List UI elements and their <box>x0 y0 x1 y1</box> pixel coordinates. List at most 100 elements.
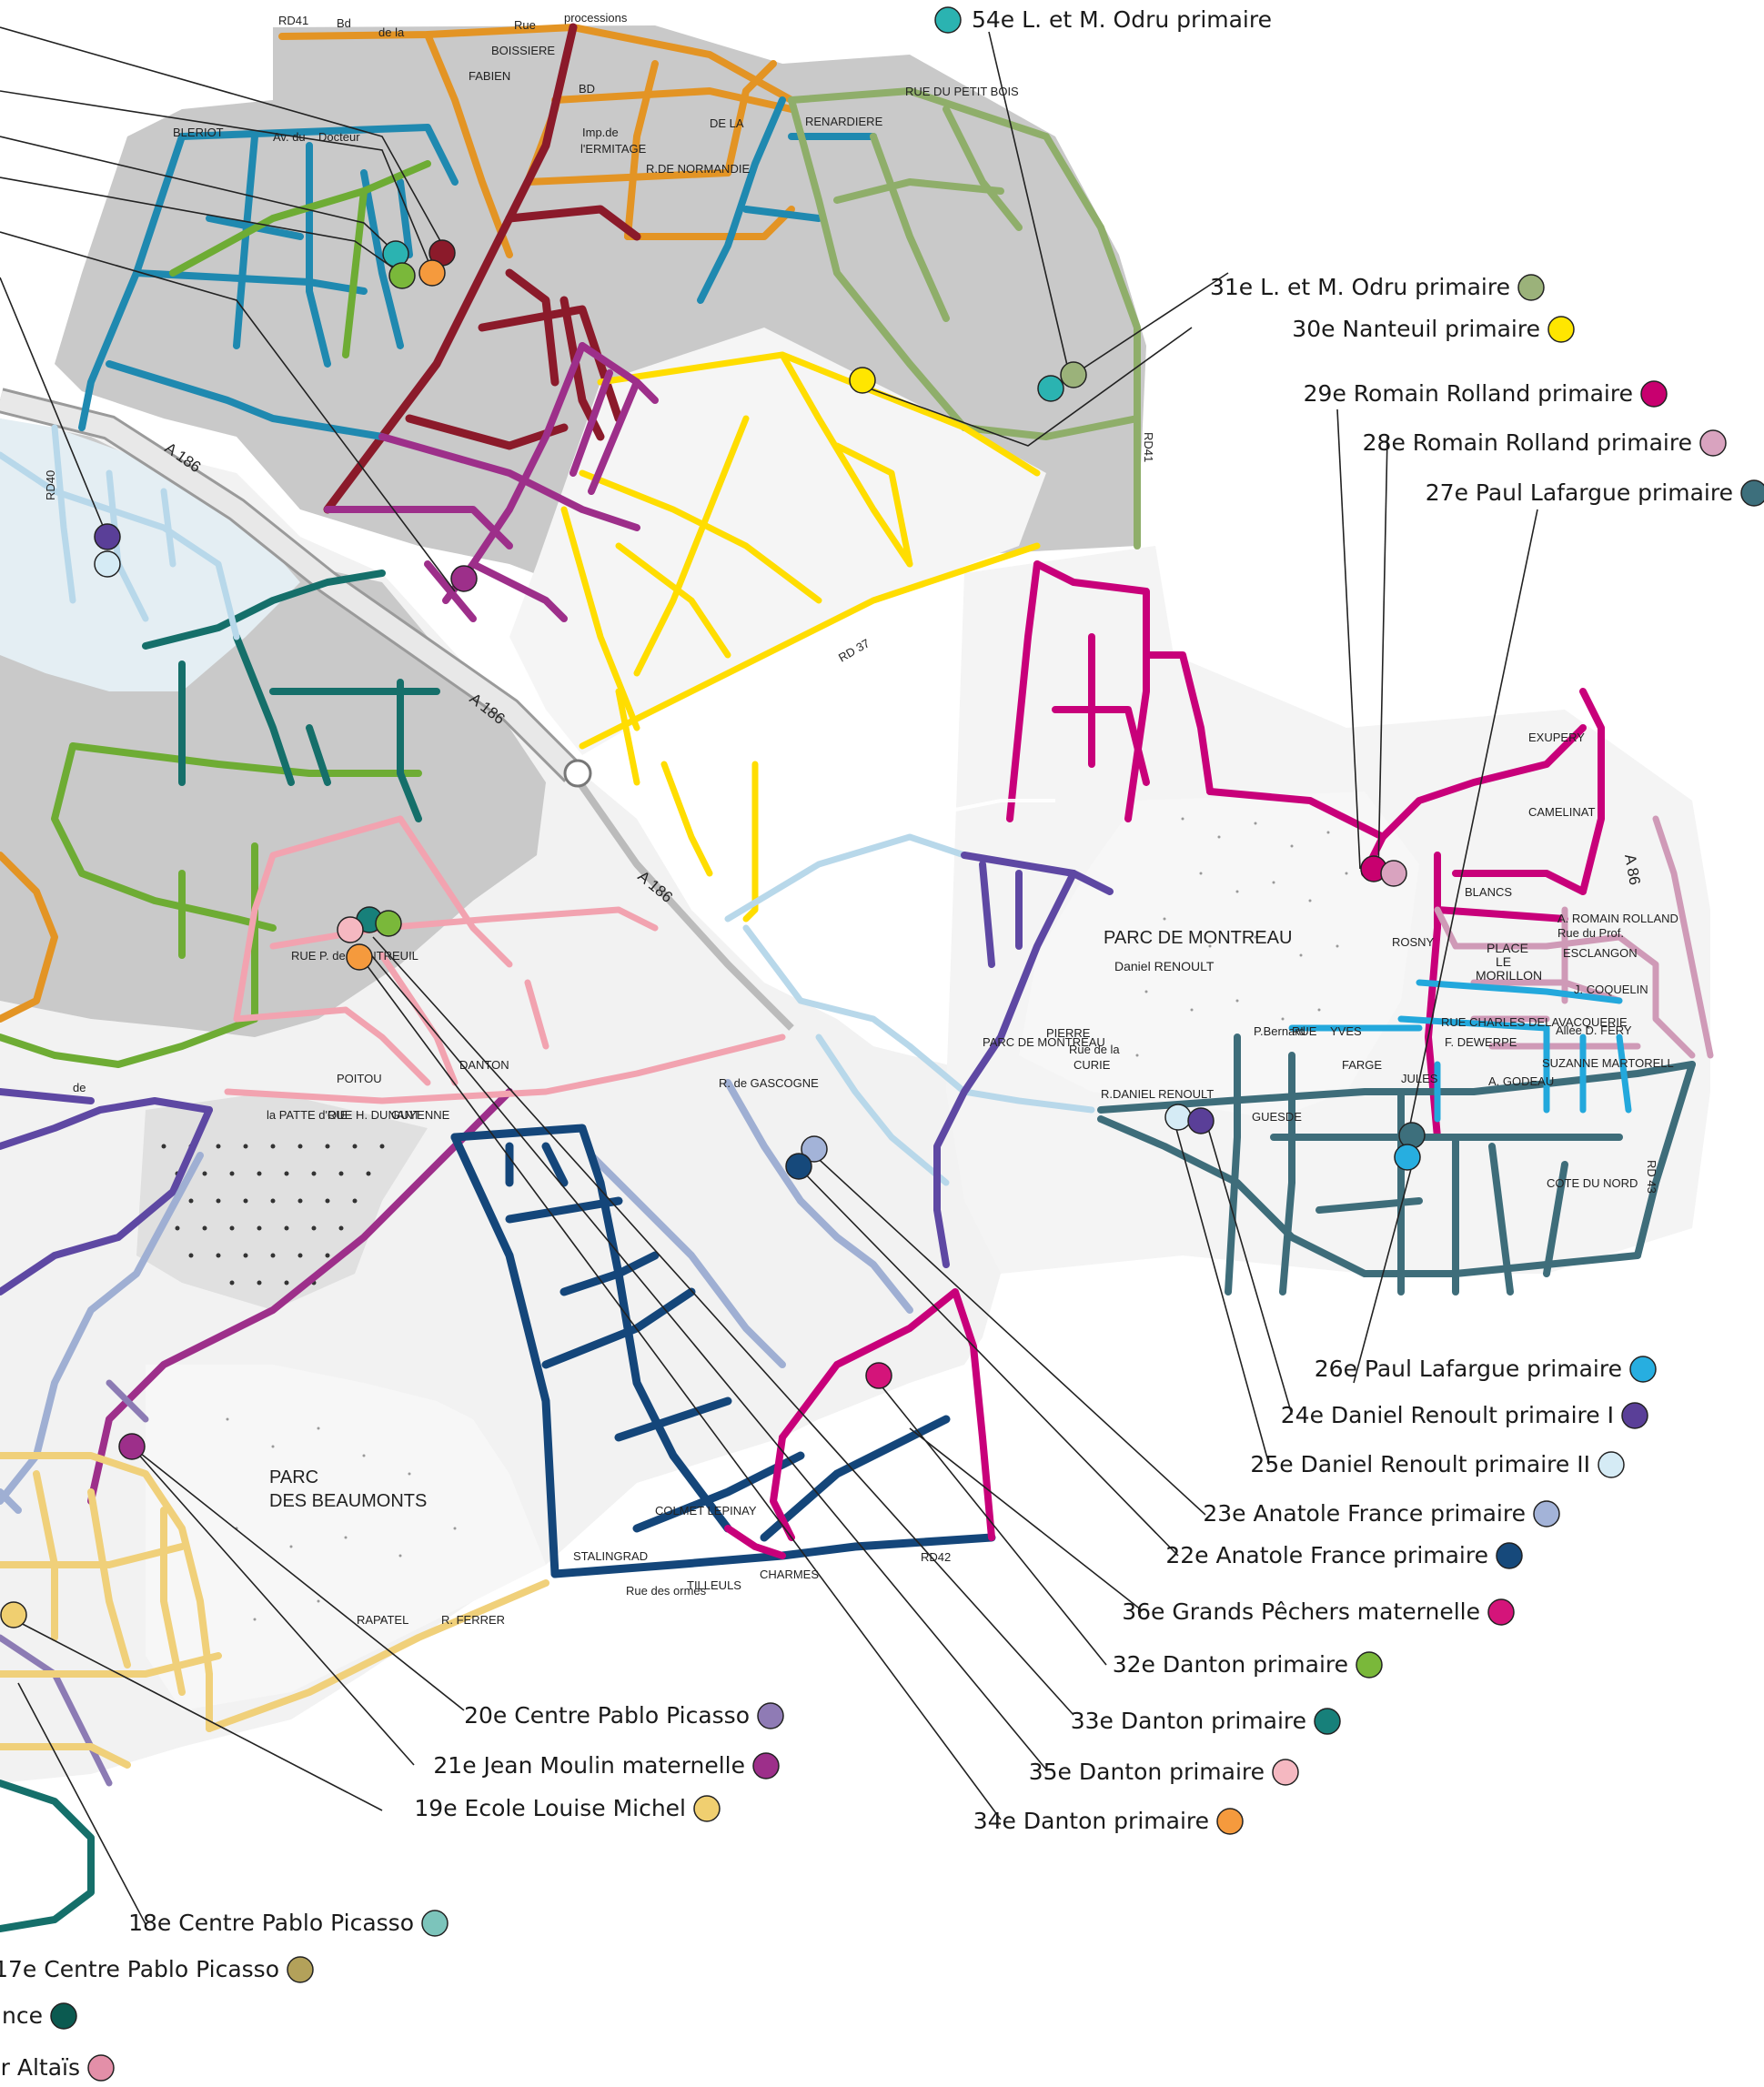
street-label: l'ERMITAGE <box>580 142 647 156</box>
legend-swatch <box>1517 274 1545 301</box>
street-label: RUE H. DUNANT <box>328 1108 420 1122</box>
street-label: J. COQUELIN <box>1574 983 1648 996</box>
sector-31e <box>788 87 1141 549</box>
marker-31e <box>1060 361 1087 388</box>
legend-swatch <box>1740 479 1764 507</box>
street-labels: Bd de la Rue processions BOISSIERE FABIE… <box>73 11 1678 1627</box>
sector-21e <box>87 342 659 1505</box>
street-label: CHARMES <box>760 1568 819 1581</box>
legend-item-29e: 29e Romain Rolland primaire <box>1304 380 1668 408</box>
legend-swatch <box>1621 1402 1648 1429</box>
street-label: Rue des ormes <box>626 1584 707 1598</box>
legend-label: r Altaïs <box>1 2054 80 2081</box>
legend-item-15e: r Altaïs <box>1 2054 115 2082</box>
street-label: Av. du <box>273 130 306 144</box>
marker-32e <box>375 910 402 937</box>
legend-label: 27e Paul Lafargue primaire <box>1426 479 1733 506</box>
sector-roads <box>0 23 1714 1932</box>
legend-swatch <box>1356 1651 1383 1679</box>
street-label: FARGE <box>1342 1058 1382 1072</box>
legend-item-34e: 34e Danton primaire <box>973 1808 1244 1835</box>
legend-swatch <box>1598 1451 1625 1478</box>
street-label: A. ROMAIN ROLLAND <box>1557 912 1678 925</box>
street-label: CAMELINAT <box>1528 805 1595 819</box>
legend-item-35e: 35e Danton primaire <box>1029 1759 1299 1786</box>
street-label: DANTON <box>459 1058 509 1072</box>
legend-label: 30e Nanteuil primaire <box>1292 316 1540 342</box>
sector-54e <box>78 96 877 440</box>
legend-item-18e: 18e Centre Pablo Picasso <box>128 1910 449 1937</box>
marker-24e-nw <box>94 523 121 550</box>
street-label: TILLEULS <box>687 1578 741 1592</box>
minor-streets <box>817 635 1055 821</box>
legend-swatch <box>1487 1598 1515 1626</box>
legend-label: ance <box>0 2002 43 2029</box>
legend-item-27e: 27e Paul Lafargue primaire <box>1426 479 1764 507</box>
legend-label: 24e Daniel Renoult primaire I <box>1281 1402 1614 1428</box>
legend-label: 32e Danton primaire <box>1113 1651 1348 1678</box>
marker-23e <box>801 1135 828 1163</box>
park-montreau-label: PARC DE MONTREAU <box>1104 928 1292 948</box>
sector-25e <box>0 424 1095 1186</box>
road-label-rd40: RD40 <box>44 470 57 500</box>
marker-35e <box>337 916 364 943</box>
marker-19e <box>0 1601 27 1628</box>
park-beaumonts-label-1: PARC <box>269 1467 318 1487</box>
street-label: GUYENNE <box>391 1108 450 1122</box>
legend-item-25e: 25e Daniel Renoult primaire II <box>1250 1451 1625 1478</box>
marker-54e-b <box>1037 375 1064 402</box>
street-label: R.DE NORMANDIE <box>646 162 750 176</box>
legend-swatch <box>1629 1356 1657 1383</box>
road-label-rd41: RD41 <box>278 14 308 27</box>
street-label: F. DEWERPE <box>1445 1035 1517 1049</box>
street-label: CURIE <box>1074 1058 1111 1072</box>
legend-item-17e: 17e Centre Pablo Picasso <box>0 1956 314 1983</box>
legend-label: 19e Ecole Louise Michel <box>414 1795 686 1821</box>
legend-swatch <box>752 1752 780 1779</box>
marker-27e <box>1398 1122 1426 1149</box>
legend-swatch <box>287 1956 314 1983</box>
place-labels: PARC DE MONTREAU Daniel RENOULT PARC DES… <box>269 928 1542 1511</box>
sector-32e <box>0 160 431 1068</box>
park-texture <box>226 817 1348 1621</box>
legend-label: 18e Centre Pablo Picasso <box>128 1910 414 1936</box>
legend-item-30e: 30e Nanteuil primaire <box>1292 316 1575 343</box>
legend-swatch <box>934 6 962 34</box>
legend-item-26e: 26e Paul Lafargue primaire <box>1315 1356 1657 1383</box>
legend-item-36e: 36e Grands Pêchers maternelle <box>1122 1598 1515 1626</box>
street-label: R.DANIEL RENOULT <box>1101 1087 1214 1101</box>
sector-24e <box>0 852 1114 1296</box>
legend-swatch <box>87 2054 115 2082</box>
legend-swatch <box>421 1910 449 1937</box>
marker-26e <box>1394 1144 1421 1171</box>
marker-25e-nw <box>94 550 121 578</box>
road-label-rd41b: RD41 <box>1142 432 1155 462</box>
sector-28e <box>1434 815 1714 1059</box>
marker-25e <box>1164 1104 1192 1131</box>
marker-21e <box>118 1433 146 1460</box>
legend-item-54e: 54e L. et M. Odru primaire <box>934 6 1272 34</box>
street-label: COLMET LEPINAY <box>655 1504 757 1517</box>
road-label-rd43: RD 43 <box>1645 1160 1658 1194</box>
street-label: RUE <box>1292 1024 1317 1038</box>
legend-item-22e: 22e Anatole France primaire <box>1165 1542 1523 1569</box>
legend-item-32e: 32e Danton primaire <box>1113 1651 1383 1679</box>
street-label: R. de GASCOGNE <box>719 1076 819 1090</box>
legend-label: 26e Paul Lafargue primaire <box>1315 1356 1622 1382</box>
sector-30e <box>560 351 1041 923</box>
sector-19e <box>0 1452 549 1769</box>
marker-28e <box>1380 860 1407 887</box>
street-label: R. FERRER <box>441 1613 505 1627</box>
legend-swatch <box>1640 380 1668 408</box>
legend-label: 34e Danton primaire <box>973 1808 1209 1834</box>
legend-label: 31e L. et M. Odru primaire <box>1210 274 1510 300</box>
street-label: de <box>73 1081 86 1094</box>
marker-22e <box>785 1153 812 1180</box>
legend-item-33e: 33e Danton primaire <box>1071 1708 1341 1735</box>
marker-32e-n <box>388 262 416 289</box>
legend-item-24e: 24e Daniel Renoult primaire I <box>1281 1402 1648 1429</box>
street-label: RENARDIERE <box>805 115 883 128</box>
legend-swatch <box>1314 1708 1341 1735</box>
street-label: de la <box>378 25 405 39</box>
